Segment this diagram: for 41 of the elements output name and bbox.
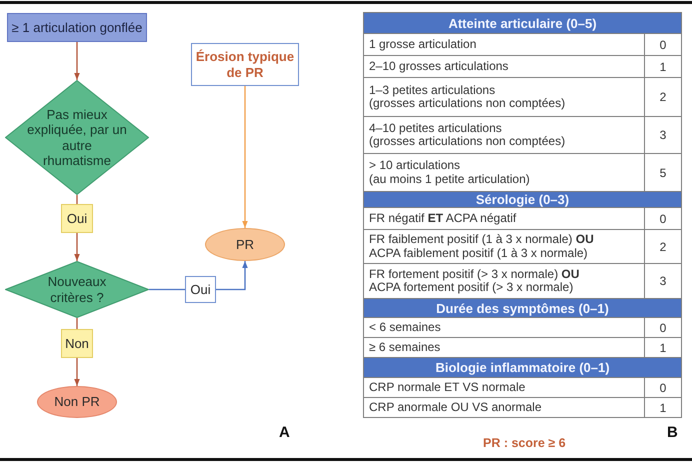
score-cell: 3 (645, 117, 681, 154)
arrow (74, 358, 80, 386)
section-header: Atteinte articulaire (0–5) (364, 13, 681, 34)
score-cell: 0 (645, 378, 681, 398)
criterion-cell: 4–10 petites articulations (grosses articulations non comptées) (364, 117, 645, 154)
decision-diamond: Nouveaux critères ? (5, 261, 149, 318)
connector-line (149, 288, 185, 290)
score-cell: 2 (645, 230, 681, 264)
score-cell: 0 (645, 34, 681, 56)
criterion-cell: < 6 semaines (364, 318, 645, 338)
connector-line (76, 318, 78, 329)
panel-letter: A (279, 424, 290, 442)
arrow (216, 261, 248, 290)
branch-label-box: Oui (61, 204, 93, 233)
section-header: Durée des symptômes (0–1) (364, 299, 681, 318)
section-header: Sérologie (0–3) (364, 192, 681, 208)
score-cell: 1 (645, 398, 681, 418)
section-header: Biologie inflammatoire (0–1) (364, 358, 681, 378)
criterion-cell: CRP normale ET VS normale (364, 378, 645, 398)
arrow (74, 42, 80, 80)
criterion-cell: FR négatif ET ACPA négatif (364, 208, 645, 230)
score-cell: 2 (645, 78, 681, 117)
criterion-cell: 2–10 grosses articulations (364, 56, 645, 78)
arrow (74, 233, 80, 261)
branch-label-box: Oui (185, 276, 216, 303)
score-threshold-note: PR : score ≥ 6 (483, 435, 566, 451)
criterion-cell: CRP anormale OU VS anormale (364, 398, 645, 418)
arrow (242, 86, 248, 228)
score-cell: 1 (645, 56, 681, 78)
criterion-cell: FR faiblement positif (1 à 3 x normale) OU ACPA faiblement positif (1 à 3 x normale) (364, 230, 645, 264)
process-box: Érosion typique de PR (191, 43, 299, 86)
criterion-cell: 1 grosse articulation (364, 34, 645, 56)
outcome-ellipse: Non PR (37, 386, 117, 418)
branch-label-box: Non (61, 329, 93, 358)
process-box: ≥ 1 articulation gonflée (7, 13, 147, 42)
score-cell: 0 (645, 208, 681, 230)
score-cell: 0 (645, 318, 681, 338)
panel-letter: B (667, 424, 678, 442)
outcome-ellipse: PR (205, 228, 285, 261)
decision-diamond: Pas mieux expliquée, par un autre rhumatisme (5, 80, 149, 195)
criterion-cell: 1–3 petites articulations (grosses articulations non comptées) (364, 78, 645, 117)
